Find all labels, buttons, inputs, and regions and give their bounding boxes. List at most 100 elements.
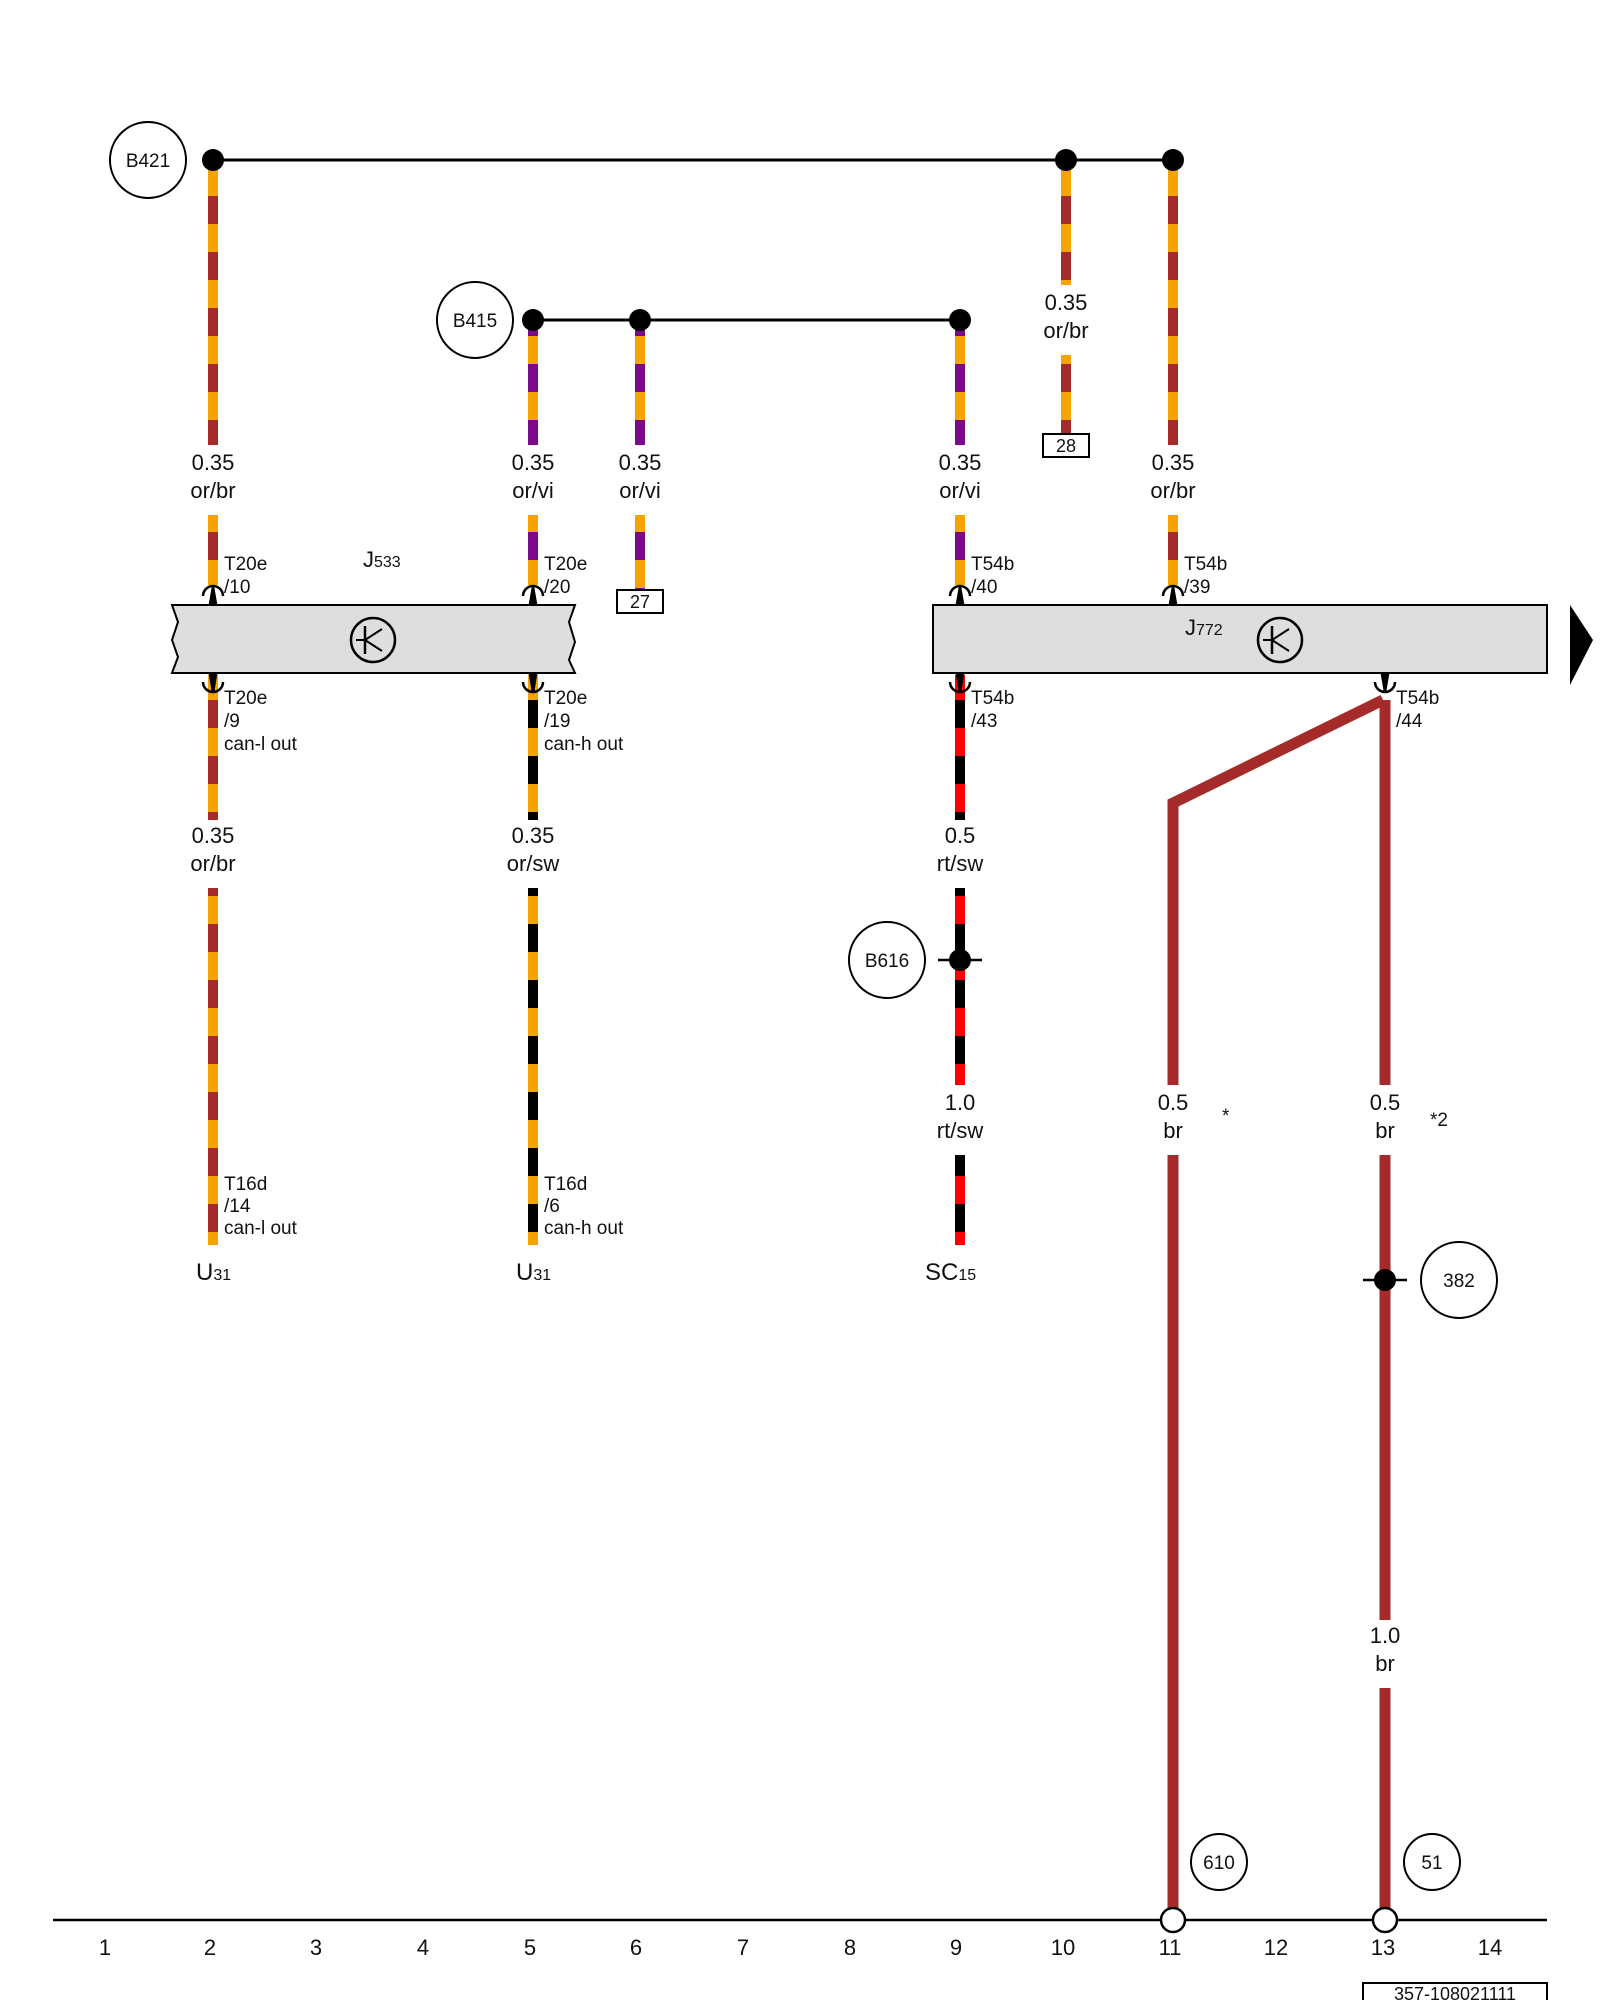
- svg-text:0.35: 0.35: [619, 450, 662, 475]
- svg-text:0.35: 0.35: [192, 823, 235, 848]
- diagram-code: 357-108021111: [1362, 1982, 1548, 2000]
- module-j533[interactable]: [170, 604, 577, 674]
- ref-label-sc15: SC15: [925, 1259, 976, 1286]
- svg-text:T20e: T20e: [544, 554, 587, 575]
- svg-text:T16d: T16d: [544, 1174, 587, 1195]
- svg-text:or/br: or/br: [190, 478, 235, 503]
- wire-col9-top-stub: [955, 515, 965, 585]
- grid-number: 8: [844, 1935, 856, 1960]
- transistor-icon: [349, 616, 397, 664]
- svg-text:28: 28: [1056, 436, 1076, 456]
- ground-point-382[interactable]: 382: [1420, 1241, 1498, 1319]
- grid-number: 14: [1478, 1935, 1502, 1960]
- junction-dot: [522, 309, 544, 331]
- junction-dot: [949, 309, 971, 331]
- grid-number: 12: [1264, 1935, 1288, 1960]
- svg-text:1.0: 1.0: [945, 1090, 976, 1115]
- svg-text:T54b: T54b: [1396, 688, 1439, 709]
- connector-pins: [201, 584, 1397, 694]
- svg-text:T54b: T54b: [971, 688, 1014, 709]
- grid-number: 11: [1159, 1935, 1182, 1960]
- ground-terminals: [1159, 1906, 1399, 1934]
- pin-bot-col13: [1373, 672, 1397, 694]
- ref-label-u31-a: U31: [196, 1259, 231, 1286]
- svg-text:/20: /20: [544, 577, 570, 598]
- svg-text:rt/sw: rt/sw: [937, 851, 984, 876]
- svg-text:B415: B415: [453, 311, 497, 332]
- ref-label-u31-b: U31: [516, 1259, 551, 1286]
- svg-text:can-h out: can-h out: [544, 1218, 624, 1239]
- wire-col9-top: [955, 320, 965, 445]
- pin-labels: T20e/10 T20e/20 T54b/40 T54b/39 T20e/9ca…: [224, 554, 1439, 1239]
- junction-dots: [202, 149, 1407, 1291]
- pin-bot-col9: [948, 672, 972, 694]
- svg-text:0.35: 0.35: [939, 450, 982, 475]
- wire-col11-top-stub: [1168, 515, 1178, 585]
- svg-text:/40: /40: [971, 577, 997, 598]
- ref-box-27[interactable]: 27: [616, 589, 664, 614]
- wire-col2-top: [208, 160, 218, 445]
- wire-col5-top: [528, 320, 538, 445]
- ref-box-28[interactable]: 28: [1042, 433, 1090, 458]
- svg-text:0.35: 0.35: [1152, 450, 1195, 475]
- svg-text:T16d: T16d: [224, 1174, 267, 1195]
- wire-label-col11-bot: 0.5br*: [1158, 1090, 1230, 1143]
- junction-dot: [202, 149, 224, 171]
- wire-col6-top: [635, 320, 645, 445]
- wire-col6-stub: [635, 515, 645, 590]
- svg-text:1.0: 1.0: [1370, 1623, 1401, 1648]
- pin-label-t54b-44: T54b/44: [1396, 688, 1439, 732]
- wire-col9-bot: [955, 1155, 965, 1245]
- svg-text:357-108021111: 357-108021111: [1394, 1984, 1516, 2000]
- wire-label-col9-mid: 0.5rt/sw: [937, 823, 984, 876]
- terminal-col11: [1159, 1906, 1187, 1934]
- ground-wire-col11: [1167, 695, 1386, 1085]
- wire-col2-bot: [208, 888, 218, 1245]
- wire-col2-top-stub: [208, 515, 218, 585]
- grid-number: 5: [524, 1935, 536, 1960]
- splice-b415[interactable]: B415: [436, 281, 514, 359]
- module-j772[interactable]: [932, 604, 1548, 674]
- svg-text:can-l out: can-l out: [224, 1218, 298, 1239]
- svg-text:T54b: T54b: [1184, 554, 1227, 575]
- grid-number: 1: [99, 1935, 111, 1960]
- pin-top-col5: [521, 584, 545, 606]
- svg-text:or/vi: or/vi: [512, 478, 554, 503]
- wire-col9-b616: [955, 888, 965, 1085]
- splice-b421[interactable]: B421: [109, 121, 187, 199]
- svg-text:0.5: 0.5: [1370, 1090, 1401, 1115]
- svg-text:0.35: 0.35: [512, 450, 555, 475]
- svg-text:or/vi: or/vi: [939, 478, 981, 503]
- wire-col2-mid: [208, 675, 218, 820]
- pin-label-t20e-10: T20e/10: [224, 554, 267, 598]
- grid-number: 10: [1051, 1935, 1075, 1960]
- svg-text:/39: /39: [1184, 577, 1210, 598]
- continue-arrow-icon[interactable]: [1570, 605, 1593, 685]
- ground-point-51[interactable]: 51: [1403, 1833, 1461, 1891]
- ground-wires: [1167, 695, 1391, 1920]
- svg-text:T54b: T54b: [971, 554, 1014, 575]
- ground-point-610[interactable]: 610: [1190, 1833, 1248, 1891]
- svg-text:B616: B616: [865, 951, 909, 972]
- pin-top-col11: [1161, 584, 1185, 606]
- svg-text:rt/sw: rt/sw: [937, 1118, 984, 1143]
- splice-b616[interactable]: B616: [848, 921, 926, 999]
- wire-col5-top-stub: [528, 515, 538, 585]
- svg-text:/43: /43: [971, 711, 997, 732]
- pin-bot-col5: [521, 672, 545, 694]
- svg-text:27: 27: [630, 592, 650, 612]
- grid-number: 3: [310, 1935, 322, 1960]
- svg-text:br: br: [1375, 1118, 1395, 1143]
- svg-text:/10: /10: [224, 577, 250, 598]
- pin-label-t54b-39: T54b/39: [1184, 554, 1227, 598]
- pin-label-t20e-20: T20e/20: [544, 554, 587, 598]
- svg-text:can-l out: can-l out: [224, 734, 298, 755]
- svg-text:br: br: [1375, 1651, 1395, 1676]
- grid-number: 6: [630, 1935, 642, 1960]
- svg-text:/6: /6: [544, 1196, 560, 1217]
